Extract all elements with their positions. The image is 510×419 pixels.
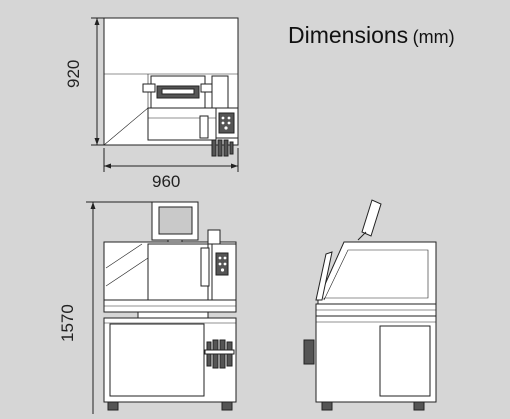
side-view-attachment bbox=[303, 339, 315, 365]
side-view-upper-housing bbox=[317, 241, 437, 305]
width-dimension-line bbox=[103, 148, 239, 172]
width-dimension-label: 960 bbox=[152, 172, 181, 191]
height-dimension-line bbox=[86, 201, 152, 414]
side-view-cabinet-door bbox=[379, 325, 431, 397]
side-view-casters bbox=[321, 401, 425, 411]
depth-dimension-line bbox=[91, 17, 104, 146]
depth-dimension-label: 920 bbox=[64, 59, 83, 88]
top-view-casters bbox=[211, 139, 234, 157]
front-view-casters bbox=[107, 401, 233, 411]
top-view bbox=[91, 17, 239, 172]
side-view-handle bbox=[315, 251, 333, 301]
side-view bbox=[303, 199, 437, 411]
front-view-cabinet-door bbox=[109, 323, 205, 397]
diagram-title: Dimensions (mm) bbox=[288, 22, 455, 49]
title-unit: (mm) bbox=[412, 27, 455, 47]
front-view bbox=[86, 201, 237, 414]
side-view-monitor bbox=[361, 199, 382, 237]
title-text: Dimensions bbox=[288, 22, 409, 48]
height-dimension-label: 1570 bbox=[58, 304, 77, 342]
front-view-cylinders bbox=[204, 339, 235, 369]
